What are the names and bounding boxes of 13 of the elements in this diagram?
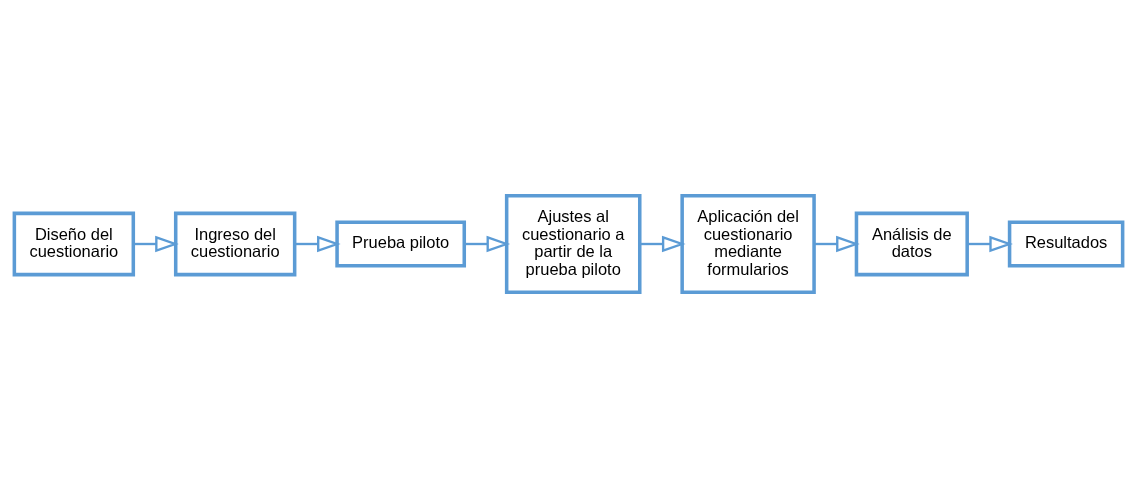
arrow (133, 235, 179, 253)
arrow (967, 235, 1013, 253)
node-box: Resultados (1007, 220, 1125, 268)
node-box: Ajustes al cuestionario a partir de la prueba piloto (504, 193, 642, 295)
node-box: Diseño del cuestionario (12, 211, 136, 277)
arrow (464, 235, 511, 253)
node-box: Prueba piloto (335, 220, 467, 268)
arrow (294, 235, 341, 253)
arrow (640, 235, 686, 253)
arrow (814, 235, 860, 253)
node-box: Aplicación del cuestionario mediante formularios (680, 193, 816, 295)
node-box: Análisis de datos (854, 211, 969, 277)
node-box: Ingreso del cuestionario (173, 211, 297, 277)
